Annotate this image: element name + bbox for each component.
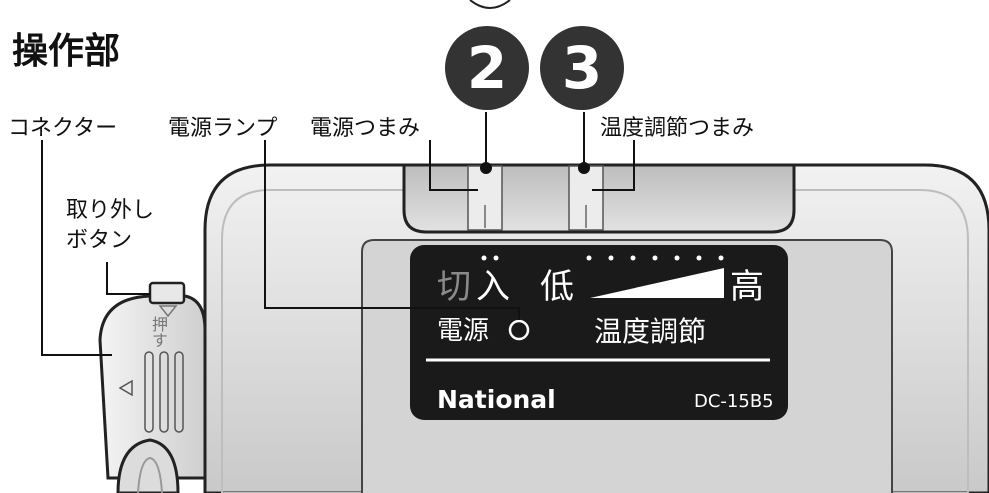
panel-on-label: 入 <box>476 267 510 307</box>
panel-off-label: 切 <box>437 267 471 307</box>
connector-cable <box>116 438 180 493</box>
power-lamp <box>508 319 530 341</box>
panel-power-label: 電源 <box>437 316 490 346</box>
temp-knob-label: 温度調節つまみ <box>600 116 755 141</box>
model-number: DC-15B5 <box>694 391 774 412</box>
release-button <box>148 281 186 305</box>
step-badge-3: 3 <box>540 26 624 110</box>
temperature-ramp <box>590 268 724 298</box>
brand-logo: National <box>437 385 556 414</box>
release-button-label: 取り外し ボタン <box>66 198 155 253</box>
panel-high-label: 高 <box>730 267 764 307</box>
connector-label: コネクター <box>8 116 118 141</box>
panel-temperature-label: 温度調節 <box>594 315 707 348</box>
panel-low-label: 低 <box>540 267 574 307</box>
leader-lines <box>41 112 635 356</box>
power-knob-label: 電源つまみ <box>310 116 421 141</box>
device-body-inner <box>221 189 969 493</box>
push-label: 押す <box>149 316 168 348</box>
power-lamp-label: 電源ランプ <box>168 116 278 141</box>
top-circle-fragment <box>469 0 511 9</box>
page-title: 操作部 <box>12 31 121 72</box>
step-badge-2: 2 <box>445 26 529 110</box>
